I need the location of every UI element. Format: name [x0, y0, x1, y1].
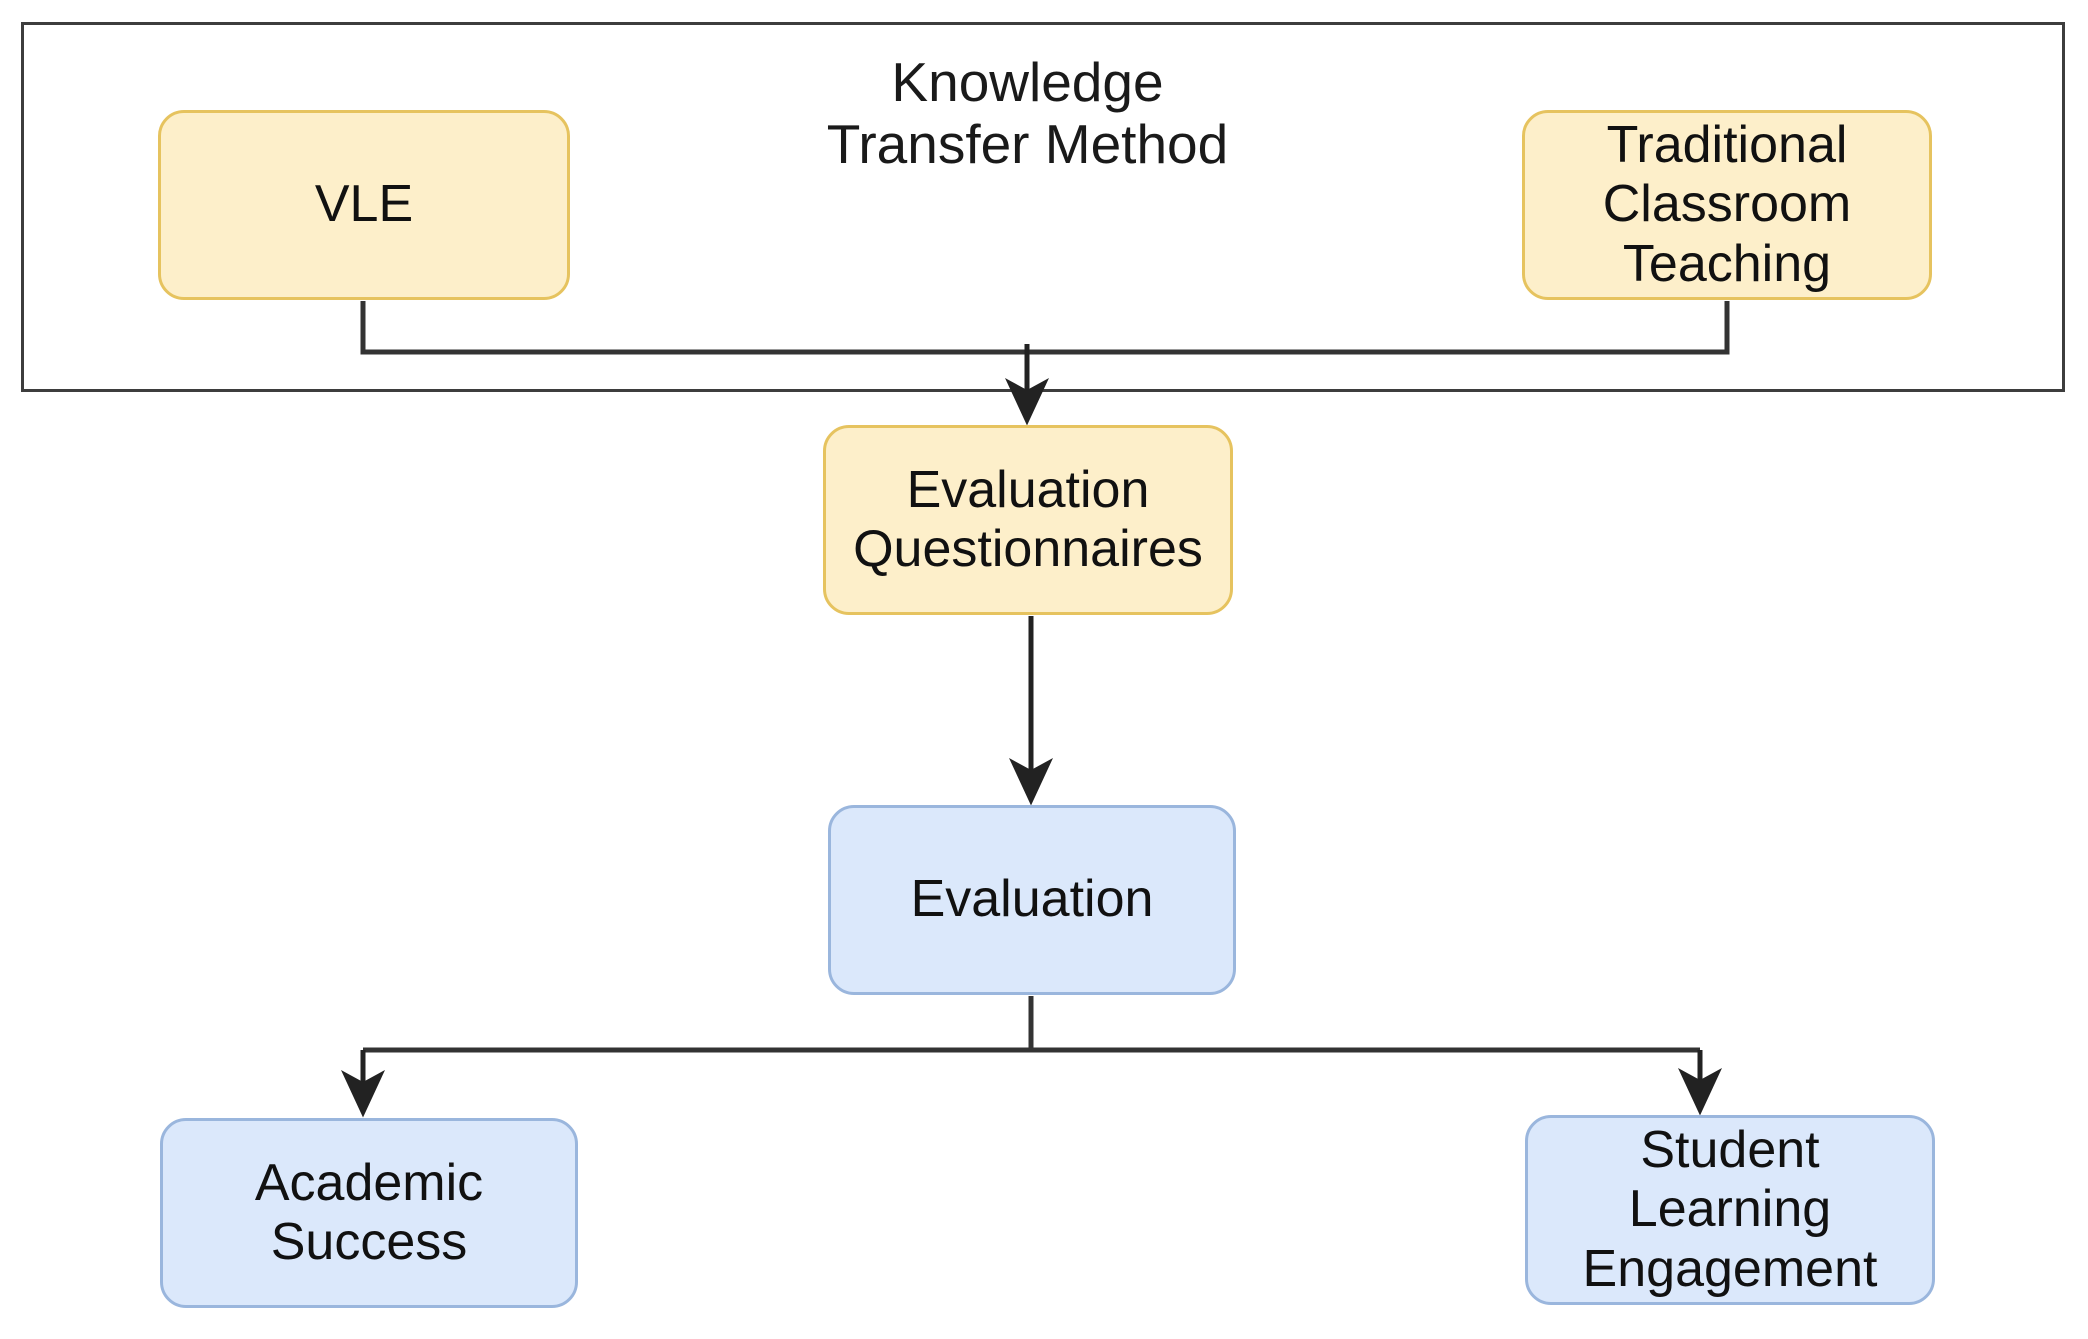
node-academic-success[interactable]: Academic Success	[160, 1118, 578, 1308]
node-academic-success-label: Academic Success	[254, 1153, 484, 1271]
node-evaluation[interactable]: Evaluation	[828, 805, 1236, 995]
node-traditional-classroom-teaching-label: Traditional Classroom Teaching	[1602, 116, 1852, 293]
node-student-learning-engagement[interactable]: Student Learning Engagement	[1525, 1115, 1935, 1305]
node-vle-label: VLE	[314, 175, 414, 234]
node-evaluation-label: Evaluation	[910, 870, 1154, 929]
node-traditional-classroom-teaching[interactable]: Traditional Classroom Teaching	[1522, 110, 1932, 300]
node-vle[interactable]: VLE	[158, 110, 570, 300]
scan-artifact	[40, 32, 54, 47]
node-evaluation-questionnaires-label: Evaluation Questionnaires	[853, 460, 1203, 578]
node-student-learning-engagement-label: Student Learning Engagement	[1582, 1121, 1878, 1298]
node-evaluation-questionnaires[interactable]: Evaluation Questionnaires	[823, 425, 1233, 615]
group-title-knowledge-transfer-method: Knowledge Transfer Method	[826, 51, 1229, 175]
